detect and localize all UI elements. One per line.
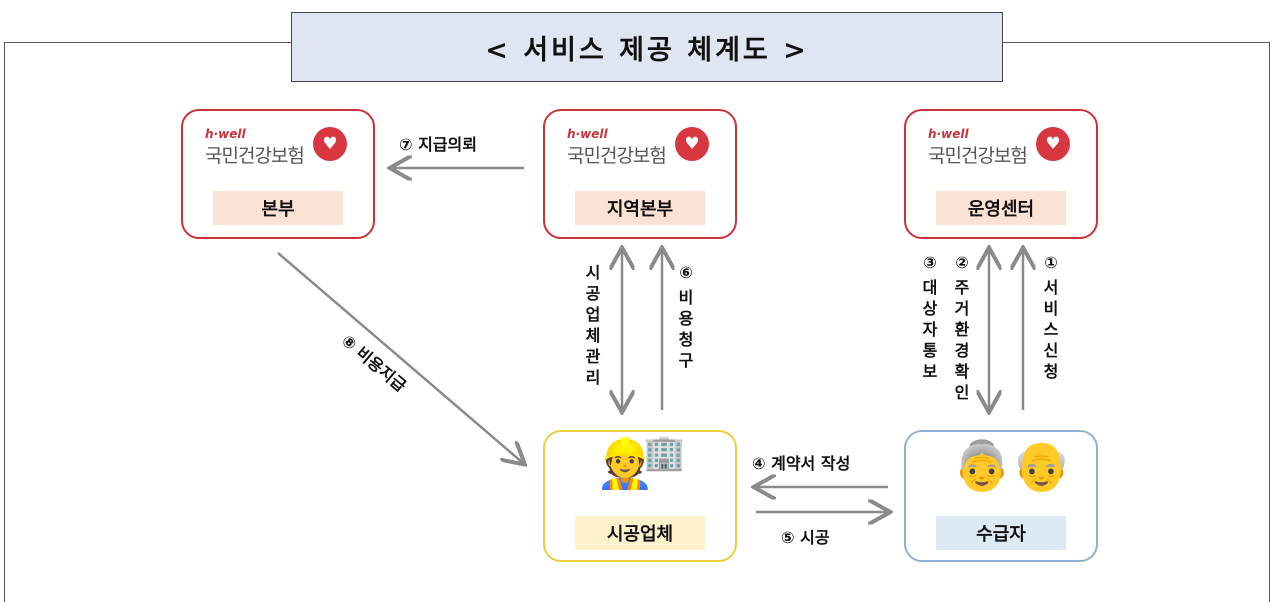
node-regional-label: 지역본부	[575, 191, 705, 225]
edge-2-num: ②	[955, 253, 969, 272]
node-contractor: 👷 🏢 시공업체	[543, 430, 737, 562]
node-hq: h·well 국민건강보험 ♥ 본부	[181, 109, 375, 239]
node-ops-label: 운영센터	[936, 191, 1066, 225]
edge-3-label: 대상자통보	[922, 278, 938, 381]
logo-small-text: h·well	[567, 127, 608, 141]
heart-icon: ♥	[1036, 127, 1070, 161]
logo-main-text: 국민건강보험	[205, 145, 305, 167]
edge-7-label: ⑦ 지급의뢰	[399, 135, 477, 154]
edge-6-num: ⑥	[679, 263, 693, 282]
edge-6-label: 비용청구	[678, 288, 694, 370]
edge-1-label: 서비스신청	[1043, 278, 1059, 381]
arrow-8	[277, 252, 523, 463]
edge-3-num: ③	[923, 253, 937, 272]
nhis-logo: h·well 국민건강보험 ♥	[205, 127, 355, 179]
edge-2-label: 주거환경확인	[954, 278, 970, 402]
logo-small-text: h·well	[928, 127, 969, 141]
logo-main-text: 국민건강보험	[567, 145, 667, 167]
logo-main-text: 국민건강보험	[928, 145, 1028, 167]
diagram-title: < 서비스 제공 체계도 >	[291, 12, 1003, 82]
edge-1-num: ①	[1044, 253, 1058, 272]
logo-small-text: h·well	[205, 127, 246, 141]
node-recipient-label: 수급자	[936, 516, 1066, 550]
nhis-logo: h·well 국민건강보험 ♥	[928, 127, 1078, 179]
node-recipient: 👵👴 수급자	[904, 430, 1098, 562]
elderly-couple-icon: 👵👴	[952, 438, 1072, 494]
edge-5-label: ⑤ 시공	[781, 528, 830, 547]
worker-icon: 👷	[595, 436, 655, 492]
node-ops: h·well 국민건강보험 ♥ 운영센터	[904, 109, 1098, 239]
node-regional: h·well 국민건강보험 ♥ 지역본부	[543, 109, 737, 239]
arrow-layer	[277, 0, 1278, 585]
node-hq-label: 본부	[213, 191, 343, 225]
building-icon: 🏢	[643, 433, 686, 473]
edge-mgmt-label: 시공업체 관리	[585, 263, 601, 387]
edge-4-label: ④ 계약서 작성	[752, 454, 851, 473]
node-contractor-label: 시공업체	[575, 516, 705, 550]
heart-icon: ♥	[675, 127, 709, 161]
heart-icon: ♥	[313, 127, 347, 161]
nhis-logo: h·well 국민건강보험 ♥	[567, 127, 717, 179]
